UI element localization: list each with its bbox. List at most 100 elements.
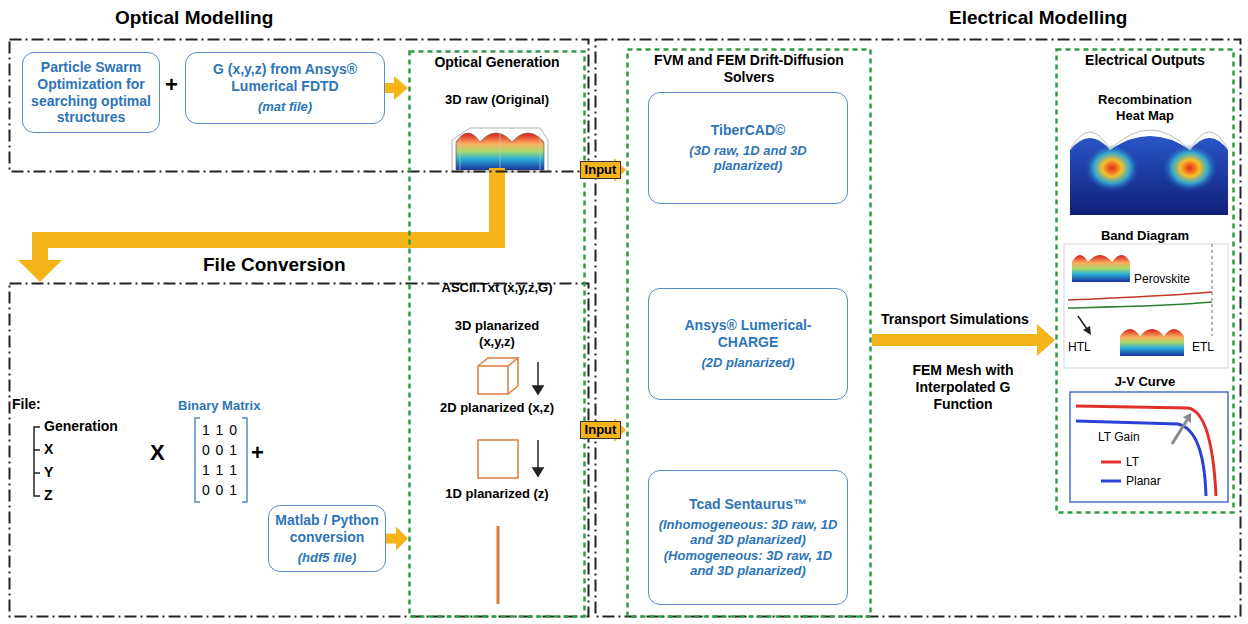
band-diagram-image xyxy=(1068,302,1212,308)
text-label: HTL xyxy=(1068,340,1091,354)
text-label: Perovskite xyxy=(1134,272,1190,286)
down-arrow xyxy=(537,362,539,386)
text-label: 2D planarized (x,z) xyxy=(437,400,557,416)
section-region: Electrical ModellingFVM and FEM Drift-Di… xyxy=(594,38,1242,618)
section-heading: Electrical Modelling xyxy=(949,7,1127,29)
heat-map-image xyxy=(1070,130,1228,215)
edge-label: Input xyxy=(580,161,622,179)
text-label: Binary Matrix xyxy=(178,398,260,414)
box-title: TiberCAD© xyxy=(711,122,786,139)
band-diagram-image xyxy=(1120,329,1184,356)
band-diagram-image xyxy=(1064,244,1228,368)
arrow-head xyxy=(18,260,62,282)
heat-map-image xyxy=(1084,144,1140,192)
box-title: Particle Swarm Optimization for searchin… xyxy=(29,59,153,126)
text-label: + xyxy=(251,440,264,466)
square-icon xyxy=(478,440,518,478)
down-arrow xyxy=(533,468,543,476)
text-label: + xyxy=(165,72,178,98)
box-title: Tcad Sentaurus™ xyxy=(689,496,807,513)
jv-chart xyxy=(1070,392,1228,502)
text-label: 3D planarized (x,y,z) xyxy=(437,318,557,349)
legend-item: LT xyxy=(1100,455,1139,469)
flow-arrow xyxy=(385,76,408,100)
legend-text: Planar xyxy=(1126,474,1161,488)
generation-3d-image xyxy=(452,128,548,172)
box-note: (mat file) xyxy=(258,99,312,115)
matrix-bracket xyxy=(195,418,247,502)
section-heading: FVM and FEM Drift-Diffusion Solvers xyxy=(626,48,872,86)
arrow-shaft xyxy=(386,534,397,544)
text-label: J-V Curve xyxy=(1070,374,1220,390)
jv-chart xyxy=(1070,392,1228,502)
outline-rect xyxy=(1057,50,1234,513)
process-box: G (x,y,z) from Ansys® Lumerical FDTD (mat… xyxy=(185,52,385,124)
band-diagram-image xyxy=(1212,244,1213,336)
outline-rect xyxy=(10,284,589,617)
band-diagram-image xyxy=(1064,244,1228,368)
legend-line xyxy=(1101,480,1121,483)
box-title: Ansys® Lumerical-CHARGE xyxy=(655,317,841,351)
section-heading: Electrical Outputs xyxy=(1055,48,1235,69)
jv-chart xyxy=(1076,421,1206,496)
outline-rect xyxy=(628,50,871,617)
text-label: 0 0 1 xyxy=(198,442,242,459)
text-label: Recombination Heat Map xyxy=(1085,92,1205,123)
legend-line xyxy=(1100,476,1122,486)
edge-label: Input xyxy=(580,421,622,439)
section-heading: Optical Generation xyxy=(408,50,586,71)
flow-arrow xyxy=(386,527,408,551)
cube-icon xyxy=(478,366,508,394)
down-arrow xyxy=(533,362,543,476)
band-diagram-image xyxy=(1072,255,1130,282)
box-note: (2D planarized) xyxy=(701,355,794,371)
band-diagram-image xyxy=(1078,316,1087,329)
text-label: File: xyxy=(12,396,41,413)
text-label: 1 1 0 xyxy=(198,422,242,439)
text-label: Generation xyxy=(44,418,118,435)
arrow-head xyxy=(1037,324,1055,356)
jv-chart xyxy=(1076,406,1216,496)
outline-rect xyxy=(10,40,589,172)
arrow-stub xyxy=(408,168,497,240)
process-box: Particle Swarm Optimization for searchin… xyxy=(22,52,160,133)
generation-3d-image xyxy=(460,132,540,170)
outline-rect xyxy=(410,52,585,617)
box-note: (hdf5 file) xyxy=(298,550,357,566)
edge-label: Transport Simulations xyxy=(881,311,1029,328)
heat-map-image xyxy=(1070,130,1228,150)
text-label: ETL xyxy=(1192,340,1214,354)
band-diagram-image xyxy=(1068,292,1212,300)
text-label: 1D planarized (z) xyxy=(437,486,557,502)
process-box: Tcad Sentaurus™ (Inhomogeneous: 3D raw, 1… xyxy=(648,470,848,605)
text-label: FEM Mesh with Interpolated G Function xyxy=(900,362,1026,412)
text-label: X xyxy=(150,440,165,466)
box-note: (3D raw, 1D and 3D planarized) xyxy=(655,143,841,174)
arrow-shaft xyxy=(872,334,1038,346)
box-title: G (x,y,z) from Ansys® Lumerical FDTD xyxy=(192,61,378,95)
flow-arrow xyxy=(18,240,408,282)
generation-3d-image xyxy=(456,133,544,170)
text-label: Y xyxy=(44,464,53,481)
arrow-head xyxy=(396,527,408,551)
file-bracket xyxy=(34,427,40,496)
box-title: Matlab / Python conversion xyxy=(275,512,379,546)
legend-text: LT xyxy=(1126,455,1139,469)
text-label: ASCII.Txt (x,y,z,G) xyxy=(437,280,557,296)
text-label: 3D raw (Original) xyxy=(437,92,557,108)
text-label: LT Gain xyxy=(1098,430,1140,444)
cube-icon xyxy=(478,358,518,394)
jv-chart xyxy=(1172,420,1187,444)
arrow-shaft xyxy=(385,83,395,93)
heat-map-image xyxy=(1070,136,1228,215)
text-label: Z xyxy=(44,487,53,504)
jv-chart xyxy=(1183,413,1191,423)
process-box: Ansys® Lumerical-CHARGE (2D planarized) xyxy=(648,288,848,400)
text-label: X xyxy=(44,441,53,458)
down-arrow xyxy=(533,386,543,394)
process-box: Matlab / Python conversion (hdf5 file) xyxy=(268,505,386,572)
box-note: (Inhomogeneous: 3D raw, 1D and 3D planar… xyxy=(655,517,841,579)
process-box: TiberCAD© (3D raw, 1D and 3D planarized) xyxy=(648,92,848,204)
text-label: 0 0 1 xyxy=(198,482,242,499)
text-label: 1 1 1 xyxy=(198,462,242,479)
